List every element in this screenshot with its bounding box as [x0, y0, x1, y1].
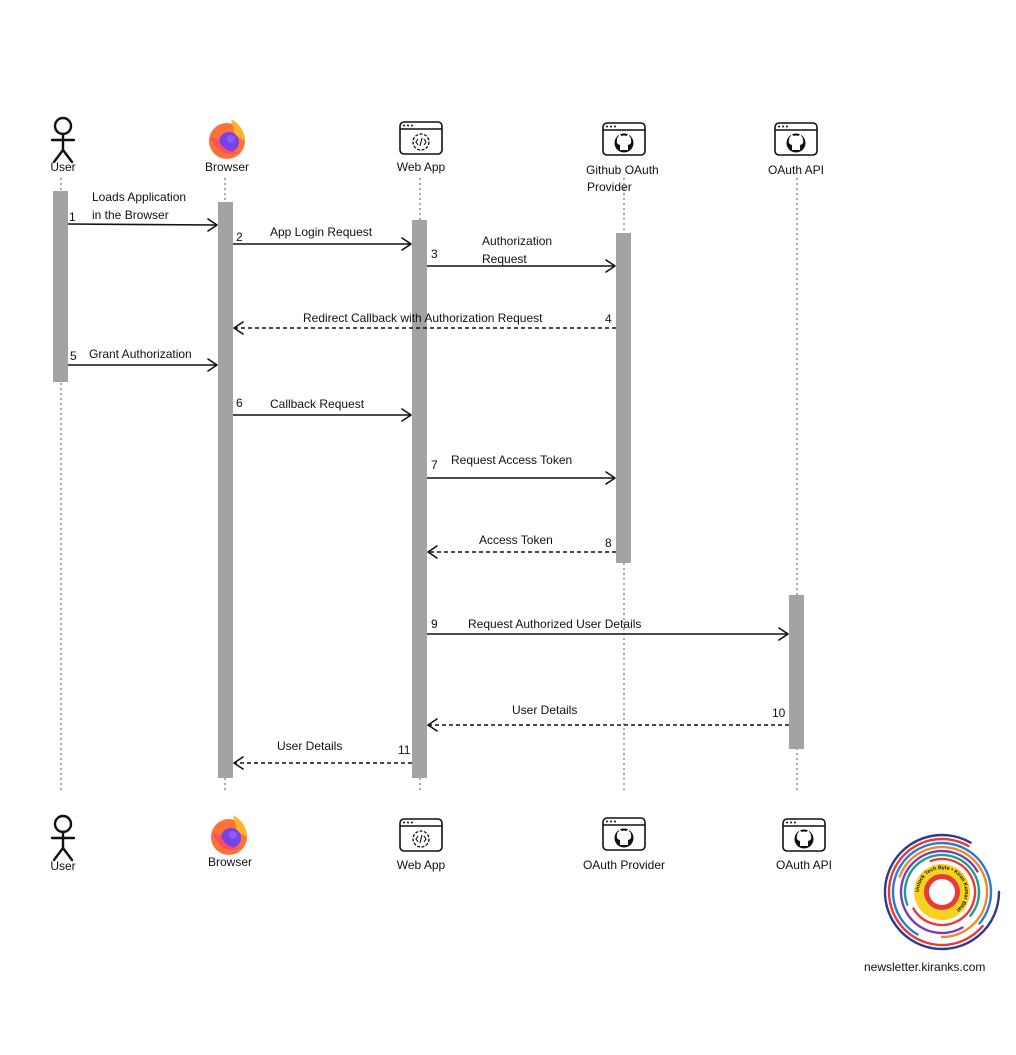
newsletter-url[interactable]: newsletter.kiranks.com: [864, 960, 986, 974]
participant-bottom-api: OAuth API: [776, 818, 832, 872]
message-label: in the Browser: [92, 208, 169, 222]
participant-bottom-user: User: [50, 814, 76, 873]
github-window-icon: [602, 817, 646, 851]
message-number: 6: [236, 396, 243, 410]
message-arrow-line: [67, 223, 218, 226]
github-window-icon: [602, 122, 646, 156]
message-label: Access Token: [479, 533, 553, 547]
message-label: Callback Request: [270, 397, 365, 411]
activation-bar: [789, 595, 804, 749]
message-10: User Details 10: [427, 703, 789, 732]
arrowhead-icon: [605, 259, 616, 273]
arrowhead-icon: [233, 756, 244, 770]
message-number: 11: [398, 743, 411, 757]
message-7: Request Access Token 7: [427, 453, 616, 485]
message-2: App Login Request 2: [233, 225, 412, 251]
firefox-icon: [209, 119, 245, 159]
message-label: Request Access Token: [451, 453, 572, 467]
message-number: 4: [605, 312, 612, 326]
participant-label: Github OAuth: [586, 163, 659, 177]
message-9: Request Authorized User Details 9: [427, 617, 789, 641]
github-window-icon: [774, 122, 818, 156]
message-5: Grant Authorization 5: [68, 347, 218, 372]
participant-label: Browser: [208, 855, 252, 869]
participant-top-api: OAuth API: [768, 122, 824, 177]
participant-top-user: User: [50, 116, 76, 174]
message-8: Access Token 8: [427, 533, 616, 559]
arrowhead-icon: [778, 627, 789, 641]
participant-label: Provider: [587, 180, 632, 194]
stick-figure-icon: [50, 116, 76, 164]
participant-label: Web App: [397, 858, 446, 872]
message-number: 5: [70, 349, 77, 363]
message-label: Grant Authorization: [89, 347, 192, 361]
arrowhead-icon: [401, 237, 412, 251]
participant-bottom-webapp: Web App: [397, 818, 446, 872]
arrowhead-icon: [207, 358, 218, 372]
participant-label: OAuth API: [768, 163, 824, 177]
participant-label: OAuth Provider: [583, 858, 665, 872]
activation-bar: [53, 191, 68, 382]
message-number: 9: [431, 617, 438, 631]
lifeline-api: [789, 178, 804, 792]
message-label: Redirect Callback with Authorization Req…: [303, 311, 543, 325]
message-label: App Login Request: [270, 225, 373, 239]
web-app-code-icon: [399, 121, 443, 155]
github-window-icon: [782, 818, 826, 852]
message-number: 1: [69, 210, 76, 224]
newsletter-rings-logo-icon: Unlock Tech Byte • Kiran Kumar Bhat: [883, 833, 1001, 951]
arrowhead-icon: [427, 545, 438, 559]
message-label: Authorization: [482, 234, 552, 248]
participant-top-browser: Browser: [205, 119, 249, 174]
activation-bar: [218, 202, 233, 778]
message-label: Loads Application: [92, 190, 186, 204]
participant-label: Web App: [397, 160, 446, 174]
message-4: Redirect Callback with Authorization Req…: [233, 311, 616, 335]
lifeline-provider: [616, 178, 631, 792]
firefox-icon: [211, 815, 247, 855]
web-app-code-icon: [399, 818, 443, 852]
participant-label: OAuth API: [776, 858, 832, 872]
message-11: User Details 11: [233, 739, 412, 770]
message-number: 2: [236, 230, 243, 244]
message-number: 7: [431, 458, 438, 472]
participant-label: User: [50, 160, 75, 174]
message-number: 8: [605, 536, 612, 550]
activation-bar: [616, 233, 631, 563]
arrowhead-icon: [605, 471, 616, 485]
message-number: 10: [772, 706, 786, 720]
arrowhead-icon: [427, 718, 438, 732]
stick-figure-icon: [50, 814, 76, 862]
message-6: Callback Request 6: [233, 396, 412, 422]
arrowhead-icon: [207, 218, 218, 232]
lifeline-webapp: [412, 178, 427, 792]
message-label: User Details: [277, 739, 342, 753]
participant-top-webapp: Web App: [397, 121, 446, 174]
lifeline-browser: [218, 178, 233, 792]
participant-bottom-browser: Browser: [208, 815, 252, 869]
participant-label: Browser: [205, 160, 249, 174]
participant-bottom-provider: OAuth Provider: [583, 817, 665, 872]
message-number: 3: [431, 247, 438, 261]
message-label: Request: [482, 252, 527, 266]
participant-label: User: [50, 859, 75, 873]
arrowhead-icon: [401, 408, 412, 422]
message-1: Loads Application in the Browser 1: [67, 190, 218, 232]
message-label: User Details: [512, 703, 577, 717]
message-label: Request Authorized User Details: [468, 617, 641, 631]
lifeline-user: [53, 178, 68, 792]
arrowhead-icon: [233, 321, 244, 335]
activation-bar: [412, 220, 427, 778]
